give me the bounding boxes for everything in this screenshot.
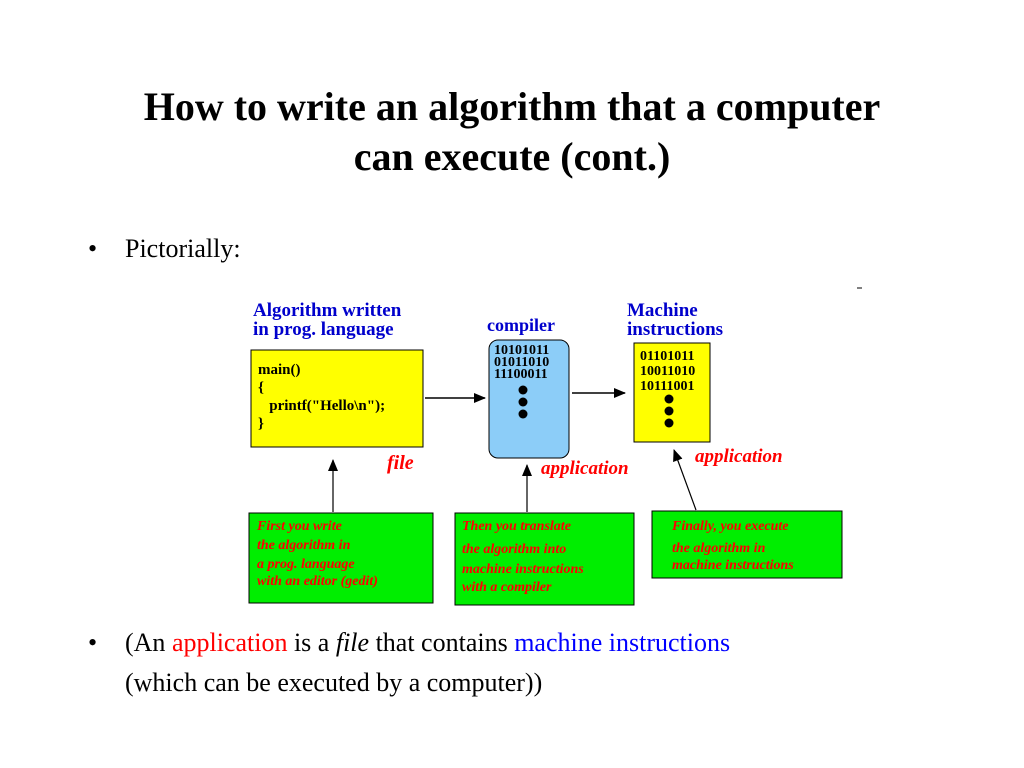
source-code-line-4: } (258, 416, 264, 432)
application-term: application (171, 628, 288, 657)
machine-instructions-term: machine instructions (514, 628, 731, 657)
algorithm-header-line-2: in prog. language (253, 319, 394, 340)
title-line-2: can execute (cont.) (353, 134, 671, 179)
note-execute-line-2: the algorithm in (672, 541, 766, 556)
slide-title: How to write an algorithm that a compute… (0, 82, 1024, 182)
file-term: file (335, 628, 370, 657)
compiler-dot (518, 385, 528, 395)
compiler-dot (518, 409, 528, 419)
arrow-note-execute (673, 449, 697, 511)
machine-bits-line-3: 10111001 (640, 379, 694, 394)
bullet-dot-icon: • (88, 234, 98, 263)
machine-bits-line-1: 01101011 (640, 349, 694, 364)
text-fragment: that contains (369, 628, 515, 657)
compiler-dot (518, 397, 528, 407)
source-code-line-2: { (258, 380, 264, 396)
note-write-line-3: a prog. language (257, 557, 355, 572)
machine-header-line-1: Machine (627, 300, 698, 321)
note-write-line-1: First you write (256, 519, 342, 534)
note-execute-line-1: Finally, you execute (671, 519, 789, 534)
machine-application-label: application (695, 446, 783, 467)
note-translate-box (454, 512, 635, 606)
note-translate-line-4: with a compiler (462, 580, 552, 595)
note-write-box (248, 512, 434, 604)
source-code-line-3: printf("Hello\n"); (258, 398, 385, 414)
algorithm-header-line-1: Algorithm written (253, 300, 402, 321)
machine-dot (664, 394, 674, 404)
note-write-line-4: with an editor (gedit) (257, 574, 378, 589)
machine-bits-line-2: 10011010 (640, 364, 695, 379)
bullet-text: Pictorially: (125, 234, 241, 263)
source-file-box (250, 349, 424, 448)
compiler-bits-line-3: 11100011 (494, 367, 548, 382)
compiler-bits-line-2: 01011010 (494, 355, 549, 370)
compiler-header: compiler (487, 315, 555, 335)
machine-header-line-2: instructions (627, 319, 723, 340)
bullet-text-line-1: (An application is a file that contains … (125, 626, 730, 660)
note-write-line-2: the algorithm in (257, 538, 351, 553)
bullet-text-line-2: (which can be executed by a computer)) (125, 668, 543, 697)
note-execute-box (651, 510, 843, 579)
note-execute-line-3: machine instructions (672, 558, 794, 573)
note-translate-line-2: the algorithm into (462, 542, 566, 557)
source-code-line-1: main() (258, 362, 301, 378)
title-line-1: How to write an algorithm that a compute… (143, 84, 881, 129)
compiler-application-label: application (541, 458, 629, 479)
bullet-dot-icon: • (88, 628, 98, 657)
machine-dot (664, 406, 674, 416)
compiler-bits-line-1: 10101011 (494, 343, 549, 358)
text-fragment: is a (287, 628, 336, 657)
note-translate-line-1: Then you translate (462, 519, 571, 534)
machine-dot (664, 418, 674, 428)
text-fragment: (An (125, 628, 172, 657)
file-label: file (387, 452, 414, 474)
note-translate-line-3: machine instructions (462, 562, 584, 577)
compiler-box (488, 339, 570, 459)
